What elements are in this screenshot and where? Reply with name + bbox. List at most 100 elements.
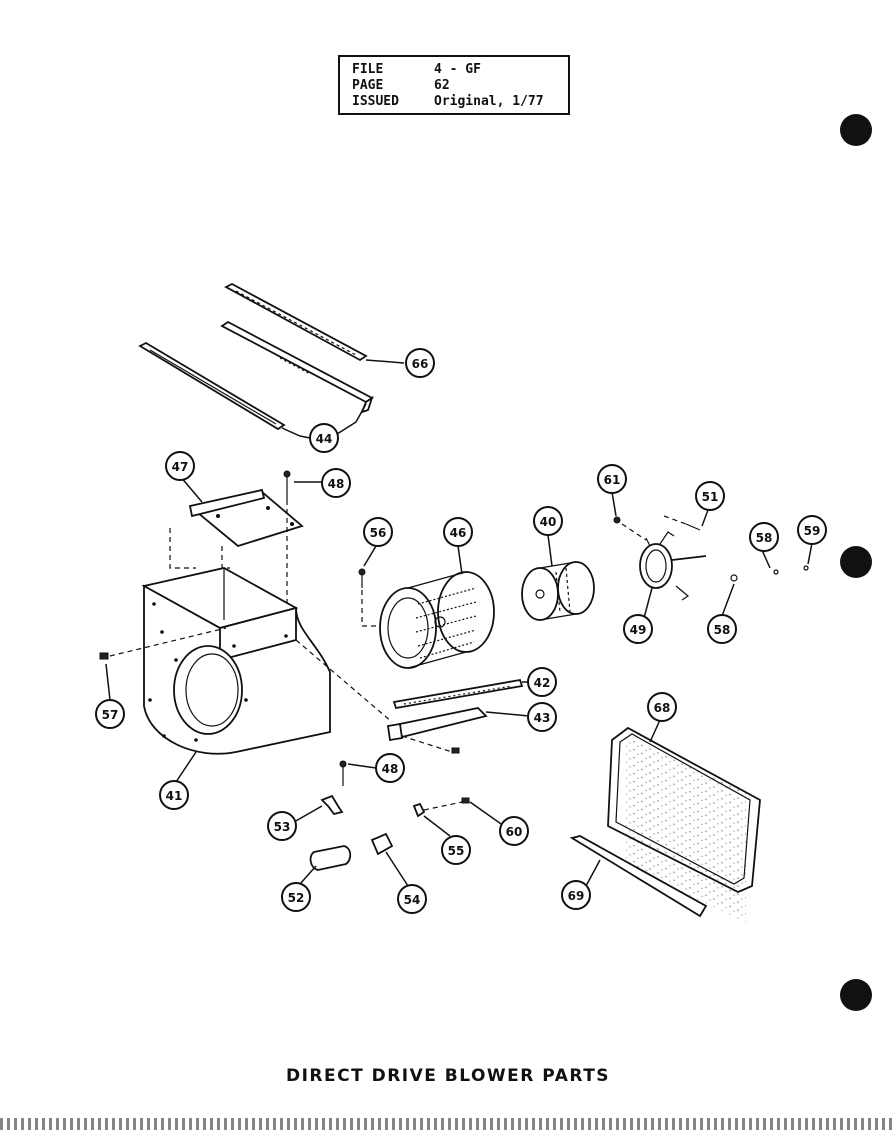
assembly-line-61 — [621, 523, 647, 541]
leader-55 — [423, 815, 451, 837]
callout-55: 55 — [441, 835, 471, 865]
svg-text:42: 42 — [534, 676, 551, 690]
svg-text:44: 44 — [316, 432, 333, 446]
callout-48-top: 48 — [321, 468, 351, 498]
svg-text:49: 49 — [630, 623, 647, 637]
leader-51 — [701, 509, 709, 527]
leader-61 — [611, 491, 617, 517]
leader-40 — [547, 534, 553, 567]
part-58-washer — [730, 569, 779, 582]
part-41-blower-housing — [141, 567, 331, 755]
part-66-bracket — [220, 320, 374, 414]
part-69-filter-strip — [569, 835, 708, 918]
part-60-screw — [461, 797, 470, 804]
callout-48-lower: 48 — [375, 753, 405, 783]
file-label: FILE — [352, 62, 384, 77]
part-66-slotted-rail — [224, 282, 368, 362]
assembly-line-57 — [109, 627, 227, 657]
binder-hole-bottom — [840, 979, 872, 1011]
part-42-bracket — [392, 678, 524, 710]
leader-58b — [721, 583, 735, 617]
part-44-rail — [138, 341, 286, 431]
svg-text:58: 58 — [714, 623, 731, 637]
callout-60: 60 — [499, 816, 529, 846]
assembly-line-51 — [663, 515, 687, 525]
svg-text:54: 54 — [404, 893, 421, 907]
issued-value: Original, 1/77 — [434, 94, 544, 109]
part-46-blower-wheel — [379, 571, 495, 669]
part-43-bracket — [386, 707, 488, 742]
page-label: PAGE — [352, 78, 384, 93]
assembly-line-60 — [423, 801, 463, 811]
callout-52: 52 — [281, 882, 311, 912]
part-47-cover-plate — [188, 488, 304, 548]
leader-46 — [457, 545, 463, 575]
leader-52 — [299, 865, 317, 885]
svg-text:66: 66 — [412, 357, 429, 371]
part-52-capacitor — [309, 845, 352, 871]
part-49-motor-mount — [639, 531, 707, 601]
svg-text:59: 59 — [804, 524, 821, 538]
callout-68: 68 — [647, 692, 677, 722]
svg-text:48: 48 — [328, 477, 345, 491]
binder-hole-middle — [840, 546, 872, 578]
file-value: 4 - GF — [434, 62, 481, 77]
svg-text:61: 61 — [604, 473, 621, 487]
file-info-box: FILE 4 - GF PAGE 62 ISSUED Original, 1/77 — [338, 55, 570, 115]
part-40-motor — [521, 561, 595, 621]
callout-51: 51 — [695, 481, 725, 511]
leader-68 — [649, 719, 661, 743]
part-57-screw — [99, 652, 109, 660]
leader-59 — [807, 542, 813, 565]
leader-54 — [385, 851, 409, 887]
leader-41 — [175, 751, 197, 783]
callout-69: 69 — [561, 880, 591, 910]
svg-text:53: 53 — [274, 820, 291, 834]
svg-text:60: 60 — [506, 825, 523, 839]
callout-42: 42 — [527, 667, 557, 697]
leader-57 — [105, 663, 111, 701]
leader-56 — [363, 545, 377, 567]
callout-61: 61 — [597, 464, 627, 494]
part-51-bolt — [685, 523, 701, 531]
assembly-line-43b — [401, 735, 453, 753]
assembly-line-47a — [169, 528, 196, 569]
svg-text:43: 43 — [534, 711, 551, 725]
svg-text:69: 69 — [568, 889, 585, 903]
diagram-title: DIRECT DRIVE BLOWER PARTS — [285, 1066, 611, 1086]
svg-text:46: 46 — [450, 526, 467, 540]
callout-40: 40 — [533, 506, 563, 536]
leader-58a — [761, 549, 771, 569]
callout-41: 41 — [159, 780, 189, 810]
page-value: 62 — [434, 78, 450, 93]
callout-49: 49 — [623, 614, 653, 644]
part-55-clip — [412, 802, 426, 818]
assembly-line-47b — [221, 546, 230, 569]
svg-text:47: 47 — [172, 460, 189, 474]
leader-43 — [485, 711, 530, 717]
callout-54: 54 — [397, 884, 427, 914]
svg-text:52: 52 — [288, 891, 305, 905]
assembly-line-43 — [295, 639, 393, 723]
callout-58-upper: 58 — [749, 522, 779, 552]
part-48-screw-lower — [339, 760, 347, 786]
leader-69 — [585, 859, 601, 887]
svg-text:48: 48 — [382, 762, 399, 776]
svg-text:41: 41 — [166, 789, 183, 803]
svg-text:55: 55 — [448, 844, 465, 858]
callout-66: 66 — [405, 348, 435, 378]
svg-text:56: 56 — [370, 526, 387, 540]
leader-44b — [281, 427, 311, 439]
svg-text:51: 51 — [702, 490, 719, 504]
svg-text:40: 40 — [540, 515, 557, 529]
leader-48b — [347, 763, 377, 769]
leader-53 — [293, 805, 323, 823]
part-56-screw — [358, 568, 366, 588]
issued-label: ISSUED — [352, 94, 399, 109]
binder-hole-top — [840, 114, 872, 146]
part-54-bracket — [370, 832, 394, 856]
callout-57: 57 — [95, 699, 125, 729]
callout-46: 46 — [443, 517, 473, 547]
callout-43: 43 — [527, 702, 557, 732]
